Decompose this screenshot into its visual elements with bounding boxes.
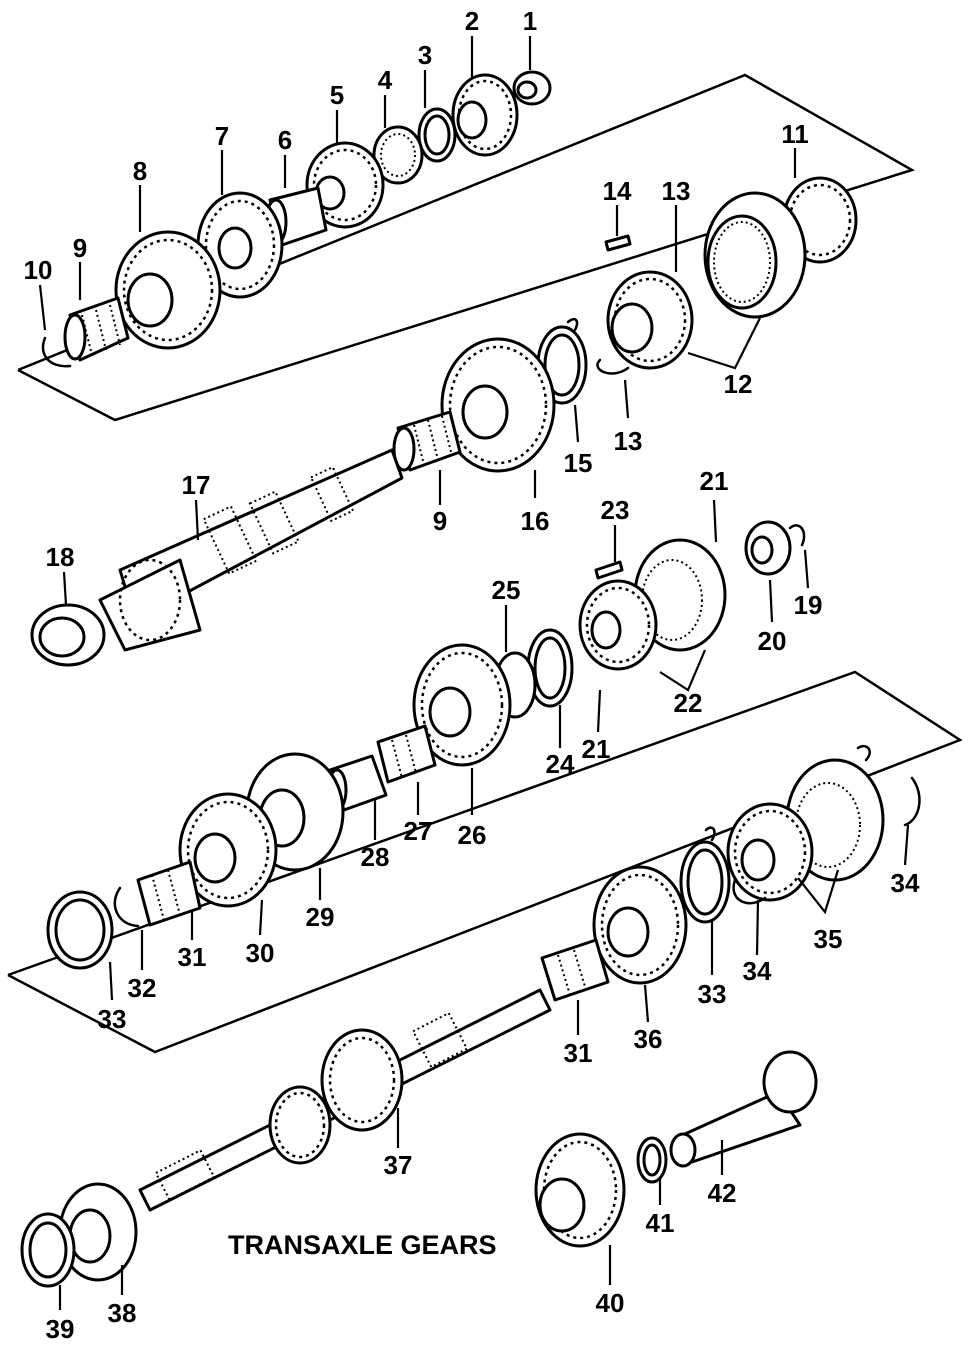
part-12-sleeve bbox=[703, 191, 807, 319]
callout-31-lower: 31 bbox=[564, 1038, 593, 1068]
callout-8: 8 bbox=[133, 156, 147, 186]
part-37-countershaft bbox=[138, 988, 552, 1212]
callout-36: 36 bbox=[634, 1024, 663, 1054]
part-34-snap-ring-upper bbox=[903, 776, 921, 827]
callout-5: 5 bbox=[330, 80, 344, 110]
callout-14: 14 bbox=[603, 176, 632, 206]
part-31-needle-bearing-lower bbox=[540, 938, 610, 1002]
callout-17: 17 bbox=[182, 470, 211, 500]
callout-41: 41 bbox=[646, 1208, 675, 1238]
callout-9-upper: 9 bbox=[73, 233, 87, 263]
callout-9-lower: 9 bbox=[433, 506, 447, 536]
callout-27: 27 bbox=[404, 816, 433, 846]
callout-13-lower: 13 bbox=[614, 426, 643, 456]
callout-7: 7 bbox=[215, 121, 229, 151]
part-41-bushing bbox=[636, 1136, 668, 1184]
callout-19: 19 bbox=[794, 590, 823, 620]
callout-18: 18 bbox=[46, 542, 75, 572]
callout-1: 1 bbox=[523, 6, 537, 36]
part-34-clip bbox=[856, 744, 871, 762]
part-22-synchro-hub bbox=[578, 579, 658, 671]
part-16-gear bbox=[440, 337, 556, 473]
callout-15: 15 bbox=[564, 448, 593, 478]
callout-16: 16 bbox=[521, 506, 550, 536]
leader-lines bbox=[38, 36, 910, 1310]
part-18-bearing bbox=[30, 603, 106, 667]
part-9-needle-bearing-lower bbox=[392, 410, 462, 472]
callout-6: 6 bbox=[278, 125, 292, 155]
part-5-gear bbox=[305, 141, 385, 229]
part-27-needle-bearing bbox=[376, 724, 437, 784]
part-7-gear bbox=[196, 191, 284, 299]
callout-35: 35 bbox=[814, 924, 843, 954]
callout-28: 28 bbox=[361, 842, 390, 872]
part-33-synchro-ring bbox=[679, 840, 731, 924]
callout-38: 38 bbox=[108, 1298, 137, 1328]
part-34-spring bbox=[732, 878, 767, 905]
callout-30: 30 bbox=[246, 938, 275, 968]
part-30-gear bbox=[178, 792, 278, 908]
part-13-spring bbox=[596, 358, 630, 375]
callout-13-upper: 13 bbox=[662, 176, 691, 206]
part-19-snap-ring bbox=[788, 524, 806, 547]
callout-37: 37 bbox=[384, 1150, 413, 1180]
callout-34-right: 34 bbox=[891, 868, 920, 898]
callout-20: 20 bbox=[758, 626, 787, 656]
part-17-mainshaft bbox=[98, 448, 404, 652]
callout-39: 39 bbox=[46, 1314, 75, 1344]
part-36-gear bbox=[592, 865, 688, 985]
diagram-caption: TRANSAXLE GEARS bbox=[228, 1230, 497, 1260]
callout-42: 42 bbox=[708, 1178, 737, 1208]
part-10-snap-ring bbox=[41, 336, 72, 368]
part-15-clip bbox=[566, 318, 579, 332]
part-2-gear bbox=[451, 73, 519, 157]
part-1-nut bbox=[512, 70, 552, 106]
callout-24: 24 bbox=[546, 749, 575, 779]
callout-22: 22 bbox=[674, 688, 703, 718]
part-4-bearing bbox=[372, 125, 424, 185]
callout-25: 25 bbox=[492, 575, 521, 605]
callout-3: 3 bbox=[418, 40, 432, 70]
lower-group-box bbox=[7, 670, 963, 1054]
callout-34-middle: 34 bbox=[743, 956, 772, 986]
part-24-synchro-ring bbox=[526, 628, 574, 708]
part-40-idler-gear bbox=[534, 1132, 626, 1248]
callout-21-lower: 21 bbox=[582, 734, 611, 764]
part-8-gear bbox=[114, 230, 222, 350]
callout-33-right: 33 bbox=[698, 979, 727, 1009]
callout-40: 40 bbox=[596, 1288, 625, 1318]
part-31-needle-bearing-upper bbox=[136, 860, 202, 927]
callout-4: 4 bbox=[378, 65, 393, 95]
callout-12: 12 bbox=[724, 369, 753, 399]
part-20-washer bbox=[744, 520, 792, 576]
callout-31-upper: 31 bbox=[178, 942, 207, 972]
callout-11: 11 bbox=[781, 119, 809, 149]
part-26-gear bbox=[412, 643, 512, 767]
callout-26: 26 bbox=[458, 820, 487, 850]
part-35-synchro-hub bbox=[726, 802, 814, 902]
part-3-ring bbox=[417, 107, 457, 163]
part-14-key bbox=[604, 234, 632, 252]
part-32-snap-ring bbox=[113, 886, 140, 928]
callout-10: 10 bbox=[24, 255, 53, 285]
upper-group-box bbox=[17, 73, 916, 422]
part-33-bearing-race bbox=[46, 890, 114, 970]
part-23-key bbox=[594, 560, 624, 580]
callout-33-left: 33 bbox=[98, 1004, 127, 1034]
callout-2: 2 bbox=[465, 6, 479, 36]
part-33-clip bbox=[704, 826, 716, 842]
callout-32: 32 bbox=[128, 973, 157, 1003]
part-42-idler-shaft bbox=[669, 1050, 818, 1168]
callout-21-upper: 21 bbox=[700, 466, 729, 496]
part-39-seal bbox=[20, 1212, 76, 1288]
callout-29: 29 bbox=[306, 902, 335, 932]
part-9-needle-bearing-upper bbox=[63, 296, 130, 362]
part-13-synchro-hub bbox=[606, 270, 694, 370]
callout-23: 23 bbox=[601, 495, 630, 525]
